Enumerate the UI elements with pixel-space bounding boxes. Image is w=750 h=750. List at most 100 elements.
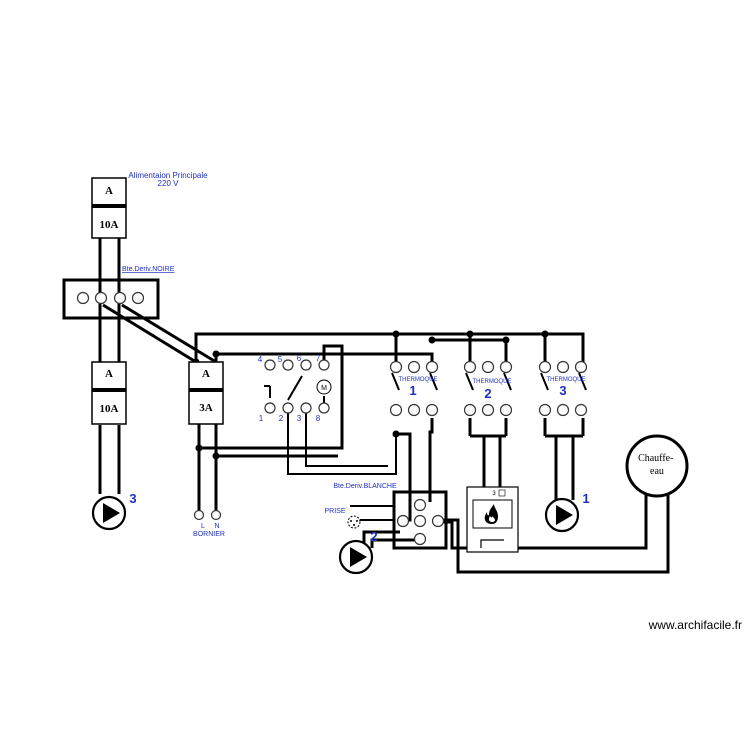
timer-motor-symbol: M xyxy=(321,385,327,392)
terminal xyxy=(396,514,410,528)
terminal xyxy=(431,514,445,528)
junction-dot xyxy=(428,336,436,344)
pump-arrow xyxy=(103,503,120,523)
thermostat-terminal xyxy=(425,403,439,417)
timer-bottom-2: 2 xyxy=(279,414,284,423)
junction-dot xyxy=(212,350,220,358)
terminal-l-label: L xyxy=(201,523,205,530)
aux-breaker-pole: A xyxy=(202,368,210,380)
water-heater[interactable]: Chauffe- eau xyxy=(625,434,689,498)
thermostat-terminal xyxy=(463,403,477,417)
water-heater-label: Chauffe- eau xyxy=(638,453,676,477)
timer-top-6: 6 xyxy=(297,354,302,363)
timer-module[interactable]: M 4 5 6 7 1 2 3 8 xyxy=(258,354,332,423)
thermostat-terminal xyxy=(389,403,403,417)
timer-terminal xyxy=(282,359,294,371)
thermostat-terminal xyxy=(556,360,570,374)
junction-dot xyxy=(195,444,203,452)
main-breaker[interactable]: A 10A xyxy=(91,177,127,239)
timer-terminal xyxy=(318,359,330,371)
thermostat-terminal xyxy=(407,403,421,417)
thermostat-3-number: 3 xyxy=(559,383,566,398)
thermostat-terminal xyxy=(499,360,513,374)
thermostat-terminal xyxy=(481,403,495,417)
thermostat-2-number: 2 xyxy=(484,386,491,401)
watermark: www.archifacile.fr xyxy=(648,618,742,632)
thermostat-terminal xyxy=(499,403,513,417)
power-voltage: 220 V xyxy=(158,179,180,188)
terminal xyxy=(413,532,427,546)
terminal-block[interactable]: L N BORNIER xyxy=(193,509,225,539)
terminal xyxy=(413,514,427,528)
junction-dot xyxy=(466,330,474,338)
pump-arrow xyxy=(556,505,573,525)
pump3-breaker-rating: 10A xyxy=(100,403,119,415)
thermostat-terminal xyxy=(407,360,421,374)
main-breaker-pole: A xyxy=(105,185,113,197)
timer-terminal xyxy=(282,402,294,414)
thermostat-3[interactable]: THERMOQUE 3 xyxy=(538,360,588,417)
terminal-n-label: N xyxy=(214,523,219,530)
flame-icon xyxy=(484,504,498,524)
timer-terminal xyxy=(300,359,312,371)
thermostat-2[interactable]: THERMOQUE 2 xyxy=(463,360,513,417)
white-junction-box[interactable] xyxy=(392,490,448,550)
junction-dot xyxy=(392,330,400,338)
terminal xyxy=(131,291,145,305)
thermostat-terminal xyxy=(538,403,552,417)
terminal-n xyxy=(210,509,222,521)
pump-1-number: 1 xyxy=(582,491,589,506)
timer-top-7: 7 xyxy=(316,354,321,363)
socket-icon xyxy=(347,515,361,529)
boiler-badge: 3 xyxy=(492,491,496,497)
timer-terminal xyxy=(264,359,276,371)
wiring xyxy=(98,238,670,574)
water-heater-tank xyxy=(625,434,689,498)
timer-top-5: 5 xyxy=(278,355,283,364)
pump-2[interactable]: 2 xyxy=(338,529,378,575)
pump-2-number: 2 xyxy=(370,529,377,544)
black-junction-box[interactable] xyxy=(62,278,160,320)
junction-dot xyxy=(502,336,510,344)
junction-dots xyxy=(192,330,549,460)
timer-bottom-3: 3 xyxy=(297,414,302,423)
thermostat-terminal xyxy=(389,360,403,374)
junction-dot xyxy=(541,330,549,338)
pump-3[interactable]: 3 xyxy=(91,491,137,531)
junction-dot xyxy=(212,452,220,460)
junction-dot xyxy=(392,430,400,438)
thermostat-3-label: THERMOQUE xyxy=(547,377,586,383)
thermostat-terminal xyxy=(425,360,439,374)
aux-breaker-rating: 3A xyxy=(199,402,213,414)
boiler[interactable]: 3 xyxy=(466,486,519,553)
aux-breaker[interactable]: A 3A xyxy=(188,361,224,425)
thermostat-1[interactable]: THERMOQUE 1 xyxy=(389,360,439,417)
thermostat-terminal xyxy=(556,403,570,417)
terminal xyxy=(94,291,108,305)
terminal xyxy=(413,498,427,512)
thermostat-terminal xyxy=(574,403,588,417)
thermostat-2-label: THERMOQUE xyxy=(473,379,512,385)
pump3-breaker[interactable]: A 10A xyxy=(91,361,127,425)
socket-label: PRISE xyxy=(324,508,345,515)
pump-1[interactable]: 1 xyxy=(544,491,590,533)
timer-motor-icon xyxy=(316,379,332,395)
thermostat-1-label: THERMOQUE xyxy=(399,377,438,383)
terminal xyxy=(76,291,90,305)
black-box-label: Bte.Deriv.NOIRE xyxy=(122,266,175,273)
main-breaker-rating: 10A xyxy=(100,219,119,231)
white-box-label: Bte.Deriv.BLANCHE xyxy=(333,483,397,490)
terminal-l xyxy=(193,509,205,521)
terminal xyxy=(113,291,127,305)
timer-terminal xyxy=(264,402,276,414)
thermostat-terminal xyxy=(463,360,477,374)
socket[interactable] xyxy=(347,515,361,529)
terminal-block-label: BORNIER xyxy=(193,531,225,538)
timer-terminal xyxy=(318,402,330,414)
pump-3-number: 3 xyxy=(129,491,136,506)
timer-bottom-1: 1 xyxy=(259,414,264,423)
timer-top-4: 4 xyxy=(258,355,263,364)
thermostat-terminal xyxy=(574,360,588,374)
pump3-breaker-pole: A xyxy=(105,368,113,380)
